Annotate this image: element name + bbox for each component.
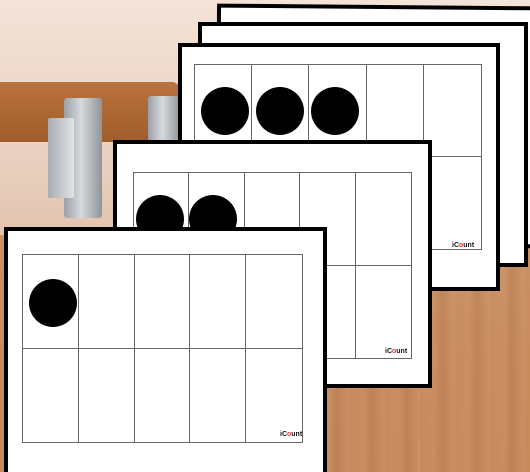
frame-cell bbox=[190, 255, 246, 349]
icount-logo: iCount bbox=[452, 242, 474, 249]
counter-dot bbox=[29, 279, 77, 327]
ten-frame-grid bbox=[22, 254, 303, 443]
frame-cell bbox=[356, 266, 411, 359]
logo-text: iC bbox=[385, 348, 392, 355]
icount-logo: iCount bbox=[385, 348, 407, 355]
frame-cell bbox=[135, 255, 191, 349]
counter-dot bbox=[201, 87, 249, 135]
frame-cell bbox=[23, 349, 79, 443]
frame-cell bbox=[246, 255, 302, 349]
chair-bracket bbox=[48, 118, 74, 198]
frame-cell bbox=[246, 349, 302, 443]
counter-dot bbox=[256, 87, 304, 135]
frame-cell bbox=[79, 255, 135, 349]
ten-frame-card-1: iCount bbox=[4, 227, 327, 472]
frame-cell bbox=[424, 157, 481, 249]
logo-text-end: unt bbox=[396, 348, 407, 355]
frame-cell bbox=[23, 255, 79, 349]
icount-logo: iCount bbox=[280, 431, 302, 438]
logo-text: iC bbox=[280, 431, 287, 438]
logo-text-end: unt bbox=[291, 431, 302, 438]
frame-cell bbox=[356, 173, 411, 266]
frame-cell bbox=[135, 349, 191, 443]
frame-cell bbox=[424, 65, 481, 157]
logo-text: iC bbox=[452, 242, 459, 249]
frame-cell bbox=[79, 349, 135, 443]
frame-cell bbox=[190, 349, 246, 443]
logo-text-end: unt bbox=[463, 242, 474, 249]
counter-dot bbox=[311, 87, 359, 135]
